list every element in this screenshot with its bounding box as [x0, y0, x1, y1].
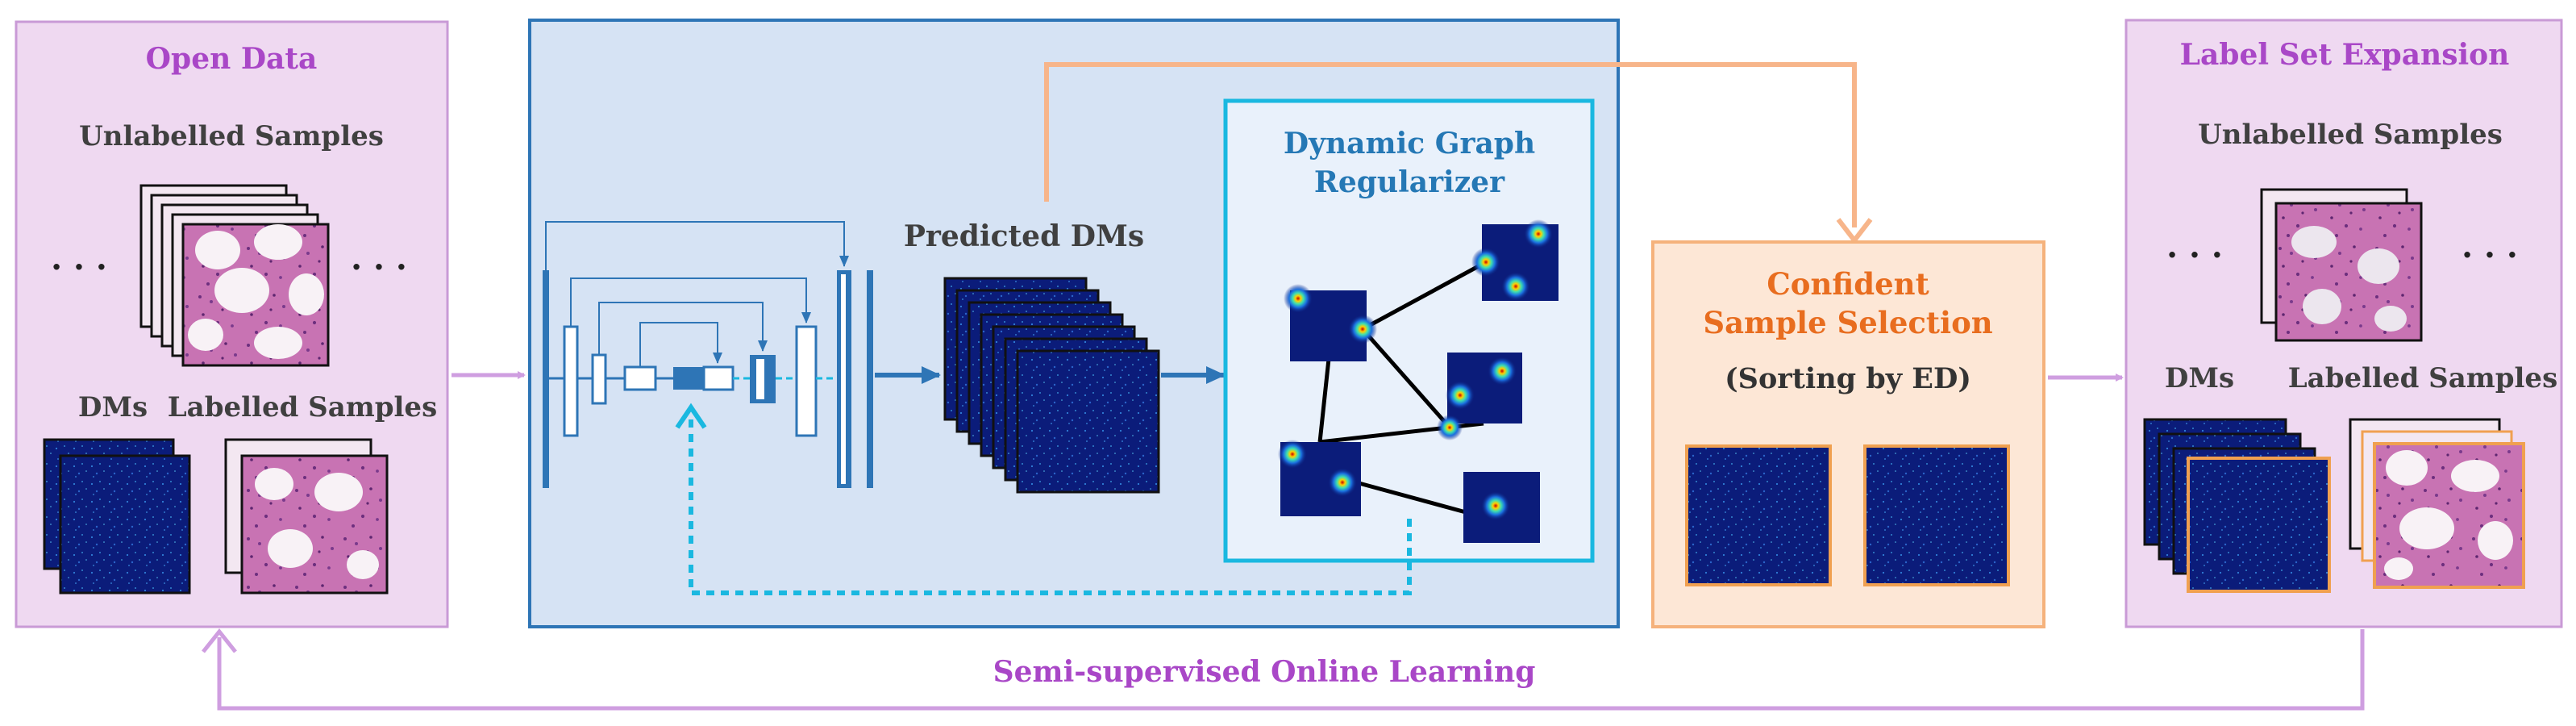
histology-image-icon [2373, 442, 2525, 589]
selection-title-line1: Confident [1767, 266, 1929, 302]
expansion-ellipsis-right: · · · [2462, 236, 2518, 274]
dashed-feedback-arrow-icon [689, 419, 1412, 595]
histology-image-icon [181, 223, 330, 367]
graph-node-icon [1278, 440, 1361, 516]
label-set-expansion-panel: Label Set Expansion Unlabelled Samples ·… [2124, 19, 2563, 628]
expansion-labelled-stack [2349, 418, 2525, 589]
open-data-title: Open Data [146, 42, 318, 76]
density-map-icon [1685, 444, 1832, 586]
unet-diagram-icon [543, 221, 873, 488]
labelled-samples-label: Labelled Samples [168, 391, 437, 424]
histology-image-icon [240, 454, 389, 595]
confident-selection-panel: Confident Sample Selection (Sorting by E… [1651, 240, 2045, 628]
selection-subtitle: (Sorting by ED) [1725, 362, 1971, 395]
regularizer-title-line2: Regularizer [1314, 165, 1505, 199]
loop-label: Semi-supervised Online Learning [993, 655, 1536, 689]
expansion-dm-stack [2143, 418, 2331, 593]
predicted-dm-stack [943, 277, 1160, 494]
expansion-unlabelled-label: Unlabelled Samples [2198, 119, 2503, 151]
expansion-title: Label Set Expansion [2180, 38, 2510, 72]
predicted-dms-label: Predicted DMs [904, 219, 1144, 253]
arrow-to-selection [1044, 62, 1857, 227]
network-panel: Predicted DMs Dynamic Graph Regularizer [528, 19, 1620, 628]
expansion-ellipsis-left: · · · [2166, 236, 2223, 274]
graph-node-icon [1463, 472, 1540, 543]
dm-stack-left [43, 438, 191, 595]
regularizer-title-line1: Dynamic Graph [1284, 127, 1535, 161]
unlabelled-samples-label: Unlabelled Samples [79, 120, 384, 152]
expansion-unlabelled-stack [2260, 188, 2423, 342]
labelled-image-stack [224, 438, 389, 595]
graph-node-icon [1284, 284, 1377, 361]
density-map-icon [59, 454, 191, 595]
loop-arrow-icon [202, 628, 2365, 711]
open-data-panel: Open Data Unlabelled Samples · · · · · ·… [15, 20, 449, 628]
unlabelled-image-stack [139, 184, 330, 367]
density-map-icon [1016, 349, 1160, 494]
expansion-labelled-label: Labelled Samples [2288, 362, 2557, 394]
ellipsis-left: · · · [51, 248, 107, 286]
dynamic-graph-regularizer: Dynamic Graph Regularizer [1223, 98, 1595, 563]
density-map-icon [1863, 444, 2010, 586]
ellipsis-right: · · · [351, 248, 407, 286]
histology-image-icon [2274, 202, 2423, 342]
graph-node-icon [1437, 353, 1522, 440]
expansion-dms-label: DMs [2165, 362, 2234, 394]
selection-title-line2: Sample Selection [1703, 305, 1992, 340]
graph-edges [1317, 260, 1488, 515]
density-map-icon [2187, 457, 2331, 593]
dms-label: DMs [78, 391, 148, 424]
graph-node-icon [1471, 219, 1559, 301]
